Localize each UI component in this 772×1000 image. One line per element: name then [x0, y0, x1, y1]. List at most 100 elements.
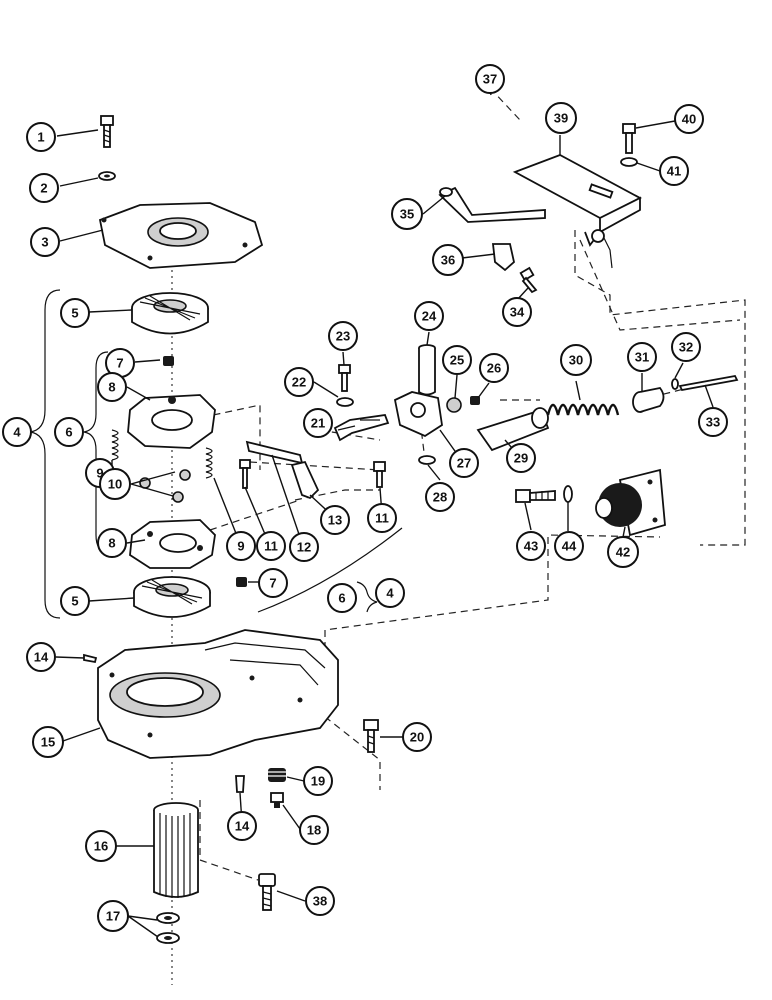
callout-3: 3: [30, 227, 60, 257]
svg-text:6: 6: [65, 425, 72, 440]
callout-34: 34: [502, 297, 532, 327]
svg-text:27: 27: [457, 456, 471, 471]
callout-12: 12: [289, 532, 319, 562]
spring-9-right-part: [205, 447, 213, 479]
svg-text:5: 5: [71, 594, 78, 609]
callout-37: 37: [475, 64, 505, 94]
pin-14-upper-part: [83, 653, 98, 664]
nut-7-lower-part: [236, 577, 247, 587]
collar-31-part: [632, 387, 665, 413]
svg-text:11: 11: [264, 539, 278, 554]
spring-9-left-part: [111, 429, 119, 461]
svg-text:33: 33: [706, 415, 720, 430]
svg-text:24: 24: [422, 309, 437, 324]
callout-32: 32: [671, 332, 701, 362]
svg-text:34: 34: [510, 305, 525, 320]
callout-22: 22: [284, 367, 314, 397]
callout-26: 26: [479, 353, 509, 383]
callout-13: 13: [320, 505, 350, 535]
actuator-plate-8-upper-part: [127, 394, 216, 449]
mounting-plate-39-part: [512, 154, 642, 269]
svg-text:19: 19: [311, 774, 325, 789]
svg-text:4: 4: [386, 586, 394, 601]
callout-31: 31: [627, 342, 657, 372]
ball-10-part: [139, 469, 191, 503]
callout-42: 42: [607, 536, 639, 568]
callout-15: 15: [32, 726, 64, 758]
callout-25: 25: [442, 345, 472, 375]
lever-13-part: [290, 460, 320, 500]
svg-text:44: 44: [562, 539, 577, 554]
link-12-part: [245, 440, 304, 465]
svg-text:17: 17: [106, 909, 120, 924]
svg-text:37: 37: [483, 72, 497, 87]
svg-text:41: 41: [667, 164, 681, 179]
callout-4-left: 4: [2, 417, 32, 447]
svg-text:25: 25: [450, 353, 464, 368]
solenoid-42-part: [595, 468, 666, 537]
callout-11-left: 11: [256, 531, 286, 561]
pin-11-left-part: [239, 459, 251, 489]
svg-text:6: 6: [338, 591, 345, 606]
callout-14-upper: 14: [26, 642, 56, 672]
svg-text:9: 9: [96, 466, 103, 481]
callout-9-right: 9: [226, 531, 256, 561]
cover-plate-3-part: [98, 202, 264, 269]
callout-2: 2: [29, 173, 59, 203]
callout-6-left: 6: [54, 417, 84, 447]
callout-24: 24: [414, 301, 444, 331]
callout-27: 27: [449, 448, 479, 478]
callout-36: 36: [432, 244, 464, 276]
clevis-21-part: [333, 414, 390, 442]
svg-text:38: 38: [313, 894, 327, 909]
svg-text:9: 9: [237, 539, 244, 554]
callout-5-lower: 5: [60, 586, 90, 616]
svg-text:5: 5: [71, 306, 78, 321]
callout-5-upper: 5: [60, 298, 90, 328]
svg-text:30: 30: [569, 353, 583, 368]
callout-8-upper: 8: [97, 372, 127, 402]
bushing-25-part: [446, 397, 462, 413]
callout-28: 28: [425, 482, 455, 512]
svg-text:35: 35: [400, 207, 414, 222]
callout-23: 23: [328, 321, 358, 351]
pin-14-lower-part: [235, 775, 245, 793]
svg-text:12: 12: [297, 540, 311, 555]
spring-30-part: [546, 403, 620, 416]
callout-10: 10: [99, 468, 131, 500]
callout-43: 43: [516, 531, 546, 561]
callout-19: 19: [303, 766, 333, 796]
svg-text:1: 1: [37, 130, 44, 145]
callout-8-lower: 8: [97, 528, 127, 558]
svg-text:10: 10: [108, 477, 122, 492]
callout-41: 41: [659, 156, 689, 186]
pin-24-part: [418, 344, 436, 396]
bolt-38-part: [258, 873, 276, 911]
bolt-1-part: [100, 115, 114, 148]
svg-text:7: 7: [269, 576, 276, 591]
callout-18: 18: [299, 815, 329, 845]
callout-30: 30: [560, 344, 592, 376]
callout-39: 39: [545, 102, 577, 134]
bolt-20-part: [363, 719, 379, 753]
svg-text:32: 32: [679, 340, 693, 355]
svg-text:7: 7: [116, 356, 123, 371]
svg-text:2: 2: [40, 181, 47, 196]
callout-35: 35: [391, 198, 423, 230]
callout-38: 38: [305, 886, 335, 916]
washer-2-part: [98, 171, 116, 181]
svg-text:11: 11: [375, 511, 389, 526]
callout-6-right: 6: [327, 583, 357, 613]
washer-22-part: [336, 397, 354, 407]
friction-disc-5-lower-part: [133, 576, 211, 618]
callout-29: 29: [506, 443, 536, 473]
callout-1: 1: [26, 122, 56, 152]
rod-33-part: [678, 374, 739, 392]
svg-text:29: 29: [514, 451, 528, 466]
svg-text:28: 28: [433, 490, 447, 505]
friction-disc-5-upper-part: [131, 292, 209, 335]
callout-11-right: 11: [367, 503, 397, 533]
washer-41-part: [620, 157, 638, 167]
callout-44: 44: [554, 531, 584, 561]
